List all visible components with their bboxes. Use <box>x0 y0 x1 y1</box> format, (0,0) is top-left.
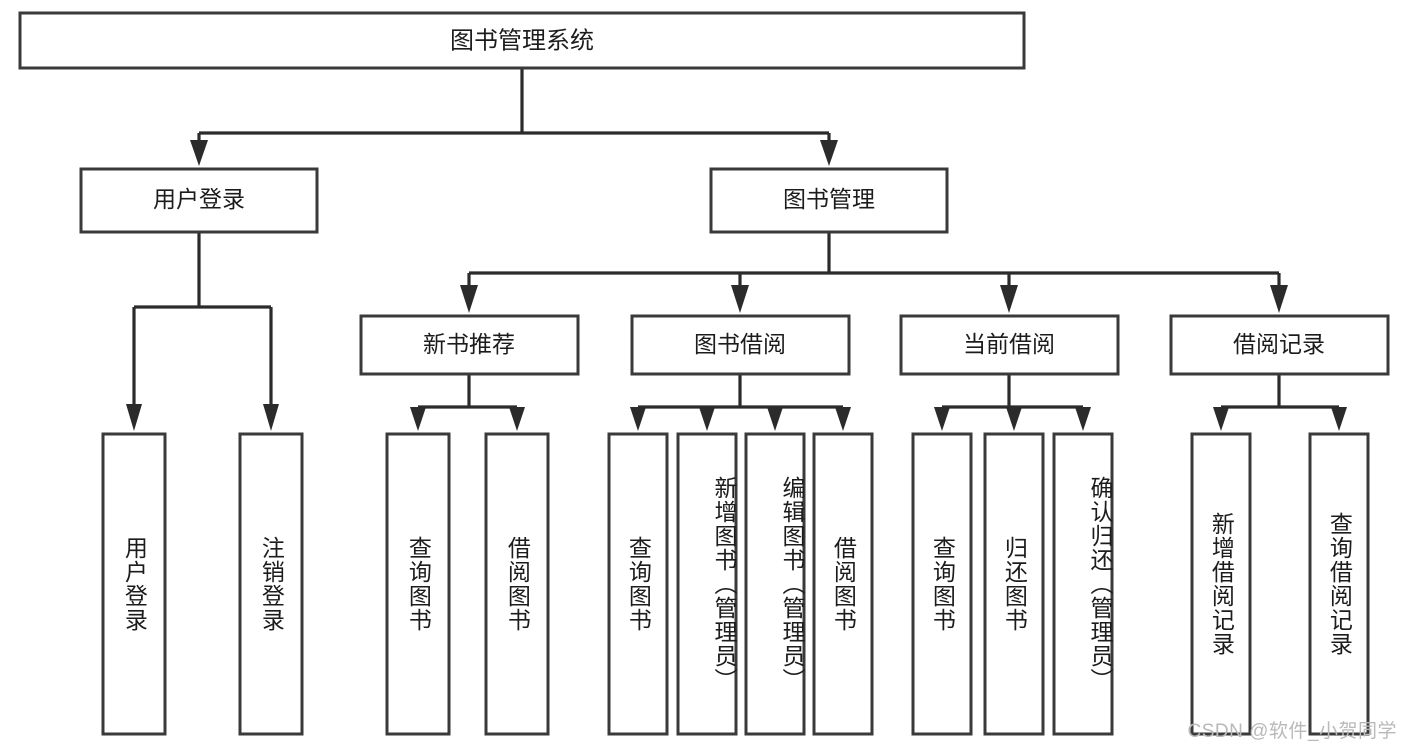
node-user-login[interactable]: 用户登录 <box>79 167 319 234</box>
node-current-borrow-label: 当前借阅 <box>963 331 1055 357</box>
leaf-add-book-box[interactable] <box>676 432 738 736</box>
node-new-book-recommend-label: 新书推荐 <box>423 331 515 357</box>
arrow-borrow-record <box>1270 285 1288 313</box>
node-user-login-box[interactable] <box>79 167 319 234</box>
node-current-borrow-box[interactable] <box>899 314 1120 376</box>
arrow-leaf-borrow-book-recommend <box>509 407 525 431</box>
arrow-current-borrow <box>1000 285 1018 313</box>
node-book-management-label: 图书管理 <box>783 186 875 212</box>
leaf-user-login-box[interactable] <box>101 432 167 736</box>
leaf-boxes <box>101 432 1370 736</box>
node-borrow-record[interactable]: 借阅记录 <box>1169 314 1390 376</box>
node-book-borrow[interactable]: 图书借阅 <box>630 314 851 376</box>
connectors-new-book-to-leaves <box>410 374 525 431</box>
node-book-management-box[interactable] <box>709 167 949 234</box>
arrow-book-management <box>820 140 838 166</box>
connectors-root-to-level2 <box>190 68 838 166</box>
leaf-query-book-borrow-box[interactable] <box>607 432 669 736</box>
node-current-borrow[interactable]: 当前借阅 <box>899 314 1120 376</box>
arrow-user-login <box>190 140 208 166</box>
arrow-new-book-recommend <box>460 285 478 313</box>
node-book-management[interactable]: 图书管理 <box>709 167 949 234</box>
node-root-box[interactable] <box>18 11 1026 70</box>
node-user-login-label: 用户登录 <box>153 186 245 212</box>
node-book-borrow-label: 图书借阅 <box>694 331 786 357</box>
node-book-borrow-box[interactable] <box>630 314 851 376</box>
node-new-book-recommend-box[interactable] <box>359 314 580 376</box>
arrow-leaf-logout-login <box>263 404 279 431</box>
node-borrow-record-label: 借阅记录 <box>1233 331 1325 357</box>
leaf-logout-login-box[interactable] <box>238 432 304 736</box>
leaf-query-book-current-box[interactable] <box>911 432 973 736</box>
connectors-user-login-to-leaves <box>126 232 279 431</box>
arrow-leaf-edit-book <box>767 407 783 431</box>
leaf-confirm-return-box[interactable] <box>1052 432 1114 736</box>
node-new-book-recommend[interactable]: 新书推荐 <box>359 314 580 376</box>
arrow-leaf-query-book-borrow <box>630 407 646 431</box>
arrow-leaf-query-borrow-record <box>1331 407 1347 431</box>
leaf-query-book-recommend-box[interactable] <box>385 432 451 736</box>
arrow-leaf-confirm-return <box>1075 407 1091 431</box>
leaf-query-borrow-record-box[interactable] <box>1308 432 1370 736</box>
arrow-book-borrow <box>731 285 749 313</box>
connectors-current-borrow-to-leaves <box>934 374 1091 431</box>
leaf-edit-book-box[interactable] <box>744 432 806 736</box>
leaf-add-borrow-record-box[interactable] <box>1190 432 1252 736</box>
arrow-leaf-add-borrow-record <box>1213 407 1229 431</box>
connectors-borrow-record-to-leaves <box>1213 374 1347 431</box>
arrow-leaf-user-login <box>126 404 142 431</box>
arrow-leaf-query-book-current <box>934 407 950 431</box>
csdn-watermark: CSDN @软件_小贺同学 <box>1187 721 1397 742</box>
leaf-borrow-book-recommend-box[interactable] <box>484 432 550 736</box>
leaf-borrow-book-box[interactable] <box>812 432 874 736</box>
arrow-leaf-borrow-book <box>835 407 851 431</box>
leaf-return-book-box[interactable] <box>983 432 1045 736</box>
connectors-book-borrow-to-leaves <box>630 374 851 431</box>
node-root[interactable]: 图书管理系统 <box>18 11 1026 70</box>
arrow-leaf-add-book <box>699 407 715 431</box>
connectors-book-management-to-level3 <box>460 232 1288 313</box>
arrow-leaf-return-book <box>1006 407 1022 431</box>
arrow-leaf-query-book-recommend <box>410 407 426 431</box>
node-borrow-record-box[interactable] <box>1169 314 1390 376</box>
node-root-label: 图书管理系统 <box>450 27 594 54</box>
